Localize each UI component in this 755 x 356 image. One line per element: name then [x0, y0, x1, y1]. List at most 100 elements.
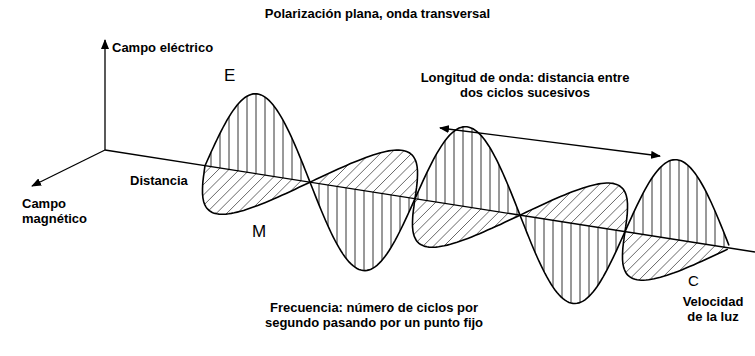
hatch-line	[229, 117, 230, 170]
wavelength-note: Longitud de onda: distancia entre dos ci…	[415, 70, 635, 100]
hatch-line	[706, 192, 707, 245]
axis-label: Campo magnético	[22, 196, 102, 226]
hatch-line	[319, 184, 320, 205]
hatch-line	[423, 206, 463, 246]
hatch-line	[271, 179, 292, 200]
hatch-line	[598, 227, 599, 285]
hatch-line	[535, 217, 536, 252]
frequency-note: Frecuencia: número de ciclos por segundo…	[258, 300, 490, 330]
hatch-line	[391, 169, 417, 195]
hatch-line	[715, 211, 716, 246]
hatch-line	[400, 196, 401, 231]
hatch-line	[571, 223, 572, 303]
hatch-line	[553, 187, 586, 220]
hatch-line	[580, 186, 619, 225]
hatch-line	[337, 186, 338, 244]
axis-label: Campo eléctrico	[112, 40, 213, 55]
hatch-line	[328, 164, 349, 185]
hatch-line	[490, 148, 491, 211]
hatch-line	[256, 94, 257, 174]
hatch-line	[355, 150, 394, 189]
hatch-line	[589, 226, 590, 296]
hatch-line	[652, 178, 653, 236]
hatch-line	[203, 168, 220, 185]
wave-letter: E	[224, 66, 235, 85]
hatch-line	[680, 244, 706, 270]
hatch-line	[209, 172, 247, 210]
hatch-line	[580, 225, 581, 303]
hatch-line	[220, 133, 221, 168]
hatch-line	[631, 239, 670, 278]
hatch-line	[400, 179, 417, 196]
hatch-line	[417, 205, 454, 242]
hatch-line	[639, 240, 679, 280]
hatch-line	[607, 229, 608, 270]
hatch-line	[499, 165, 500, 212]
hatch-line	[475, 212, 499, 236]
hatch-line	[391, 195, 392, 248]
hatch-line	[454, 131, 455, 205]
hatch-line	[382, 193, 383, 260]
hatch-line	[544, 193, 570, 219]
magnetic-wave	[203, 150, 728, 280]
hatch-line	[412, 202, 436, 226]
hatch-line	[589, 191, 624, 226]
hatch-line	[292, 138, 293, 179]
electric-axis	[104, 40, 105, 150]
hatch-line	[472, 128, 473, 207]
hatch-line	[643, 193, 644, 234]
hatch-line	[661, 167, 662, 237]
hatch-line	[616, 230, 617, 251]
hatch-line	[544, 219, 545, 272]
speed-note: Velocidad de la luz	[676, 294, 750, 324]
hatch-line	[346, 188, 347, 258]
diagram-title: Polarización plana, onda transversal	[180, 6, 575, 21]
hatch-line	[626, 237, 661, 272]
hatch-line	[562, 222, 563, 298]
hatch-line	[679, 160, 680, 240]
hatch-line	[283, 120, 284, 178]
axis-label: Distancia	[130, 173, 188, 188]
hatch-line	[205, 171, 238, 204]
wave-letter: M	[252, 222, 266, 241]
hatch-line	[664, 243, 697, 276]
hatch-line	[463, 127, 464, 206]
hatch-line	[697, 176, 698, 243]
hatch-line	[432, 208, 472, 248]
hatch-line	[481, 135, 482, 209]
hatch-line	[494, 213, 508, 227]
hatch-line	[622, 234, 643, 255]
hatch-line	[414, 203, 445, 234]
hatch-line	[373, 192, 374, 268]
hatch-line	[535, 200, 552, 217]
hatch-line	[634, 212, 635, 233]
hatch-line	[373, 154, 411, 192]
hatch-line	[382, 160, 415, 193]
hatch-line	[274, 106, 275, 176]
hatch-line	[670, 161, 671, 239]
hatch-line	[436, 155, 437, 202]
hatch-line	[301, 159, 302, 180]
hatch-line	[607, 208, 628, 229]
hatch-line	[459, 210, 490, 241]
hatch-line	[203, 169, 229, 195]
hatch-line	[238, 104, 239, 171]
electric-wave	[205, 94, 729, 304]
hatch-line	[445, 141, 446, 204]
hatch-line	[364, 191, 365, 271]
hatch-line	[265, 97, 266, 175]
hatch-line	[553, 220, 554, 287]
hatch-line	[688, 165, 689, 241]
wavelength-arrow	[440, 128, 660, 156]
hatch-line	[328, 185, 329, 226]
hatch-line	[247, 96, 248, 172]
hatch-line	[427, 172, 428, 200]
hatch-line	[226, 175, 265, 214]
wave-letter: C	[688, 272, 699, 289]
hatch-line	[508, 185, 509, 213]
magnetic-axis	[32, 150, 105, 186]
wave-hatching	[203, 94, 724, 303]
hatch-line	[698, 246, 715, 263]
hatch-line	[355, 189, 356, 267]
hatch-line	[571, 183, 611, 223]
